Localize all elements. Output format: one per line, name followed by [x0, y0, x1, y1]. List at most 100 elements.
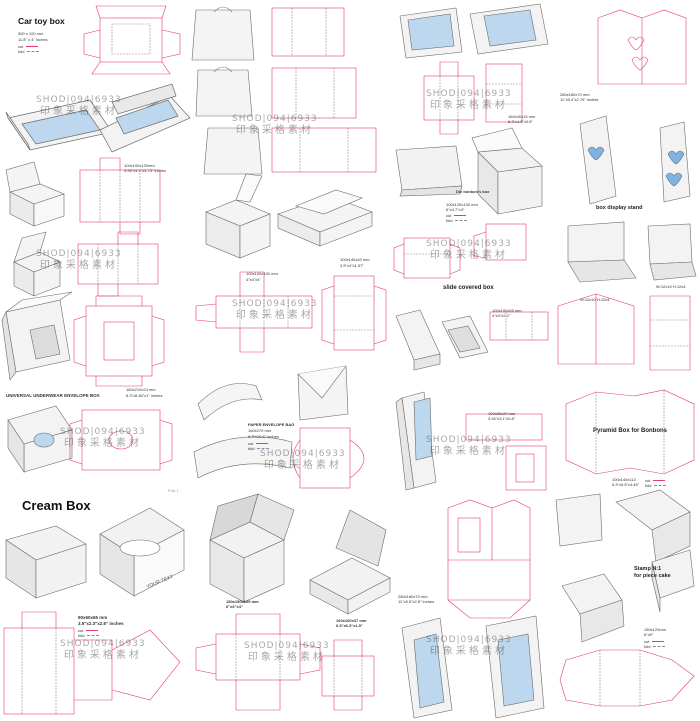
tall-dims-mm: 100x100x55 mm [492, 308, 522, 313]
cube-box-3d [5, 161, 65, 227]
lidded-box-3d [13, 231, 61, 297]
car-toy-box-title: Car toy box [18, 16, 65, 26]
watermark-line1: SHOD|094|6933 [426, 435, 512, 445]
cream-dims-mm: 90x60x65 mm [78, 615, 108, 620]
tall-window-dieline [465, 413, 547, 491]
paper-bag-dims-in: 6.3"x10.6" inches [248, 434, 279, 439]
gable-dims-mm: 280x180x70 mm [560, 92, 590, 97]
pyramid-box-3d [555, 489, 691, 563]
watermark-line2: 印象采格素材 [235, 309, 314, 321]
bonbon-dims-in: 6"x4.7"x4" [446, 207, 465, 212]
underwear-dims-mm: 160x210x24 mm [126, 387, 156, 392]
cake-dims-in: 6"x5" [644, 632, 654, 637]
gable-dieline [447, 499, 531, 619]
stand-dielines [557, 293, 691, 371]
stand-dims-mm: W:12x10 H:12x4 [580, 297, 610, 302]
heart-gable-dieline [597, 9, 687, 85]
bonbon-legend: cut fold [446, 213, 468, 223]
box-dims-mm: 100x100x100 mm [246, 271, 278, 276]
cut-line-swatch [26, 46, 39, 48]
flat-box-3d [277, 189, 373, 247]
small-tuck-dieline [485, 63, 523, 123]
underwear-dims-in: 6.3"x8.46"x1" inches [126, 393, 163, 398]
underwear-dieline [73, 295, 165, 387]
mailer-dieline [195, 613, 321, 711]
cut-line-swatch [256, 443, 269, 445]
cube-dims-mm: 100x100x120mm [124, 163, 155, 168]
cut-line-swatch [454, 215, 467, 217]
watermark-line1: SHOD|094|6933 [426, 239, 512, 249]
car-dims-in: 11.8" x 4" inches [18, 37, 48, 42]
tray-dims-mm: 160x160x37 mm [336, 618, 367, 623]
display-stand-title: box display stand [596, 205, 643, 211]
fold-line-swatch [455, 220, 468, 222]
watermark-line2: 印象采格素材 [63, 437, 142, 449]
window-dims-in: 6.3"x1.5"x0.6" [508, 119, 533, 124]
watermark-line2: 印象采格素材 [39, 259, 118, 271]
display-stand-3d [567, 221, 697, 283]
underwear-box-3d [1, 291, 73, 381]
cube-dieline [79, 157, 161, 235]
cake-dieline [559, 649, 695, 707]
mailer-dims-mm: 150x150x105 mm [226, 599, 259, 604]
bonbon-dims-mm: 100x125x100 mm [446, 202, 478, 207]
fold-line-swatch [653, 646, 666, 648]
slide-box-3d [395, 309, 489, 371]
watermark-line2: 印象采格素材 [247, 651, 326, 663]
slide-dims-mm: 100x80x20 mm [488, 411, 516, 416]
slide-dims-in: 3.94"x3.1"x0.8" [488, 416, 516, 421]
shopping-bags-3d [191, 6, 263, 175]
pyramid-dims-in: 6.3"x5.5"x4.45" [612, 482, 640, 487]
legend-fold-label: fold [644, 644, 651, 650]
fold-line-swatch [27, 51, 40, 53]
pyramid-dims-mm: 100x140x113 [612, 477, 636, 482]
stand-dims2-mm: W:12x10 H:12x4 [656, 284, 686, 289]
cream-box-title: Cream Box [22, 498, 91, 513]
window-tube-3d [399, 3, 549, 59]
cake-box-3d [561, 549, 695, 643]
window-tall-dims-in: 11"x5.5"x2.8" inches [398, 599, 435, 604]
envelope-dieline [292, 427, 365, 489]
pyramid-dieline [565, 389, 695, 475]
tray-dims-in: 6.3"x6.3"x1.5" [336, 623, 363, 628]
car-legend: cut fold [18, 44, 40, 54]
fold-line-swatch [87, 635, 100, 637]
mailer-box-3d [209, 493, 295, 603]
cream-dieline [3, 611, 181, 715]
slide-box-dieline [393, 223, 527, 279]
car-toy-box-3d [5, 83, 191, 153]
heart-display-3d [579, 115, 691, 205]
paper-bag-dims-mm: 160x270 mm [248, 428, 272, 433]
legend-cut-label: cut [248, 441, 254, 446]
pillow-box-3d [193, 383, 293, 479]
watermark-line1: SHOD|094|6933 [426, 89, 512, 99]
legend-fold-label: fold [645, 483, 652, 489]
window-dims-mm: 160x40x15 mm [508, 114, 536, 119]
bag-dielines [271, 7, 377, 173]
watermark-line1: SHOD|094|6933 [232, 299, 318, 309]
paper-envelope-bag-title: PAPER ENVELOPE BAG [248, 422, 295, 427]
gable-dims-in: 11"x5.4"x2.76" inches [560, 97, 599, 102]
watermark-line2: 印象采格素材 [63, 649, 142, 661]
window-tall-dims-mm: 280x180x70 mm [398, 594, 428, 599]
envelope-3d [297, 365, 349, 421]
paper-bag-legend: cut fold [248, 441, 270, 451]
tall-dims-in: 4"x4"x2.2" [492, 313, 511, 318]
cream-dims-in: 3.5"x2.3"x2.6" inches [78, 621, 124, 626]
window-box-dieline [69, 409, 173, 471]
legend-cut-label: cut [78, 628, 84, 633]
tall-dieline [321, 275, 387, 351]
tall-window-box-3d [395, 391, 437, 491]
cut-line-swatch [652, 641, 665, 643]
